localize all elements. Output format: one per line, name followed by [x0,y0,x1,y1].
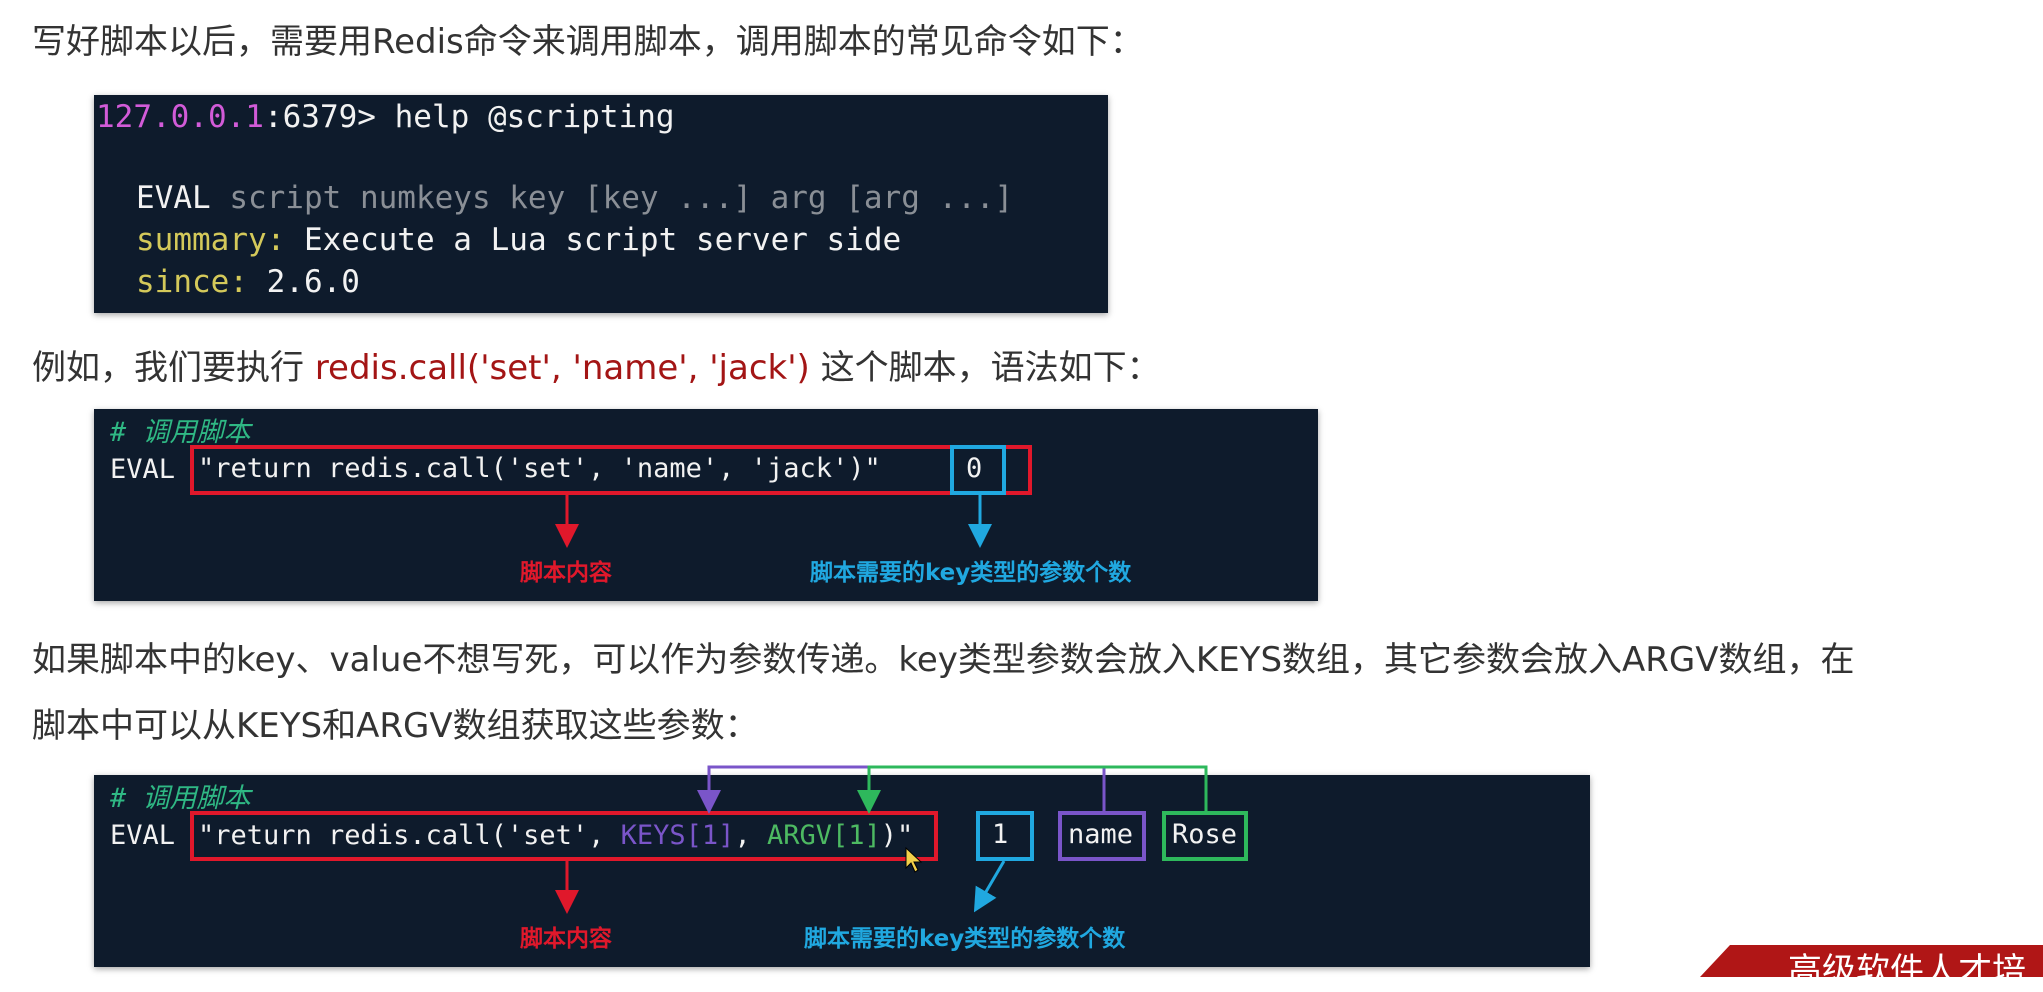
code2-arg-val-box: Rose [1162,811,1248,861]
code2-script-start: "return redis.call('set', [198,820,621,851]
code1-eval-keyword: EVAL [110,454,176,485]
code2-comment: # 调用脚本 [110,783,251,814]
example-text: 例如，我们要执行 redis.call('set', 'name', 'jack… [32,348,1161,388]
help-since-line: since: 2.6.0 [136,261,360,303]
code2-numkeys-box: 1 [976,811,1034,861]
code2-keys-ref: KEYS[1] [620,820,735,851]
code2-numkeys: 1 [992,819,1009,850]
code2-arg-val: Rose [1172,819,1238,850]
prompt-ip: 127.0.0.1 [96,99,264,135]
code2-comma: , [734,820,767,851]
code1-script-box: "return redis.call('set', 'name', 'jack'… [190,445,1032,495]
prompt-command: :6379> help @scripting [263,99,675,135]
brand-banner: 高级软件人才培 [1700,945,2043,977]
param-text-line-2: 脚本中可以从KEYS和ARGV数组获取这些参数： [32,706,759,746]
code2-script-end: )" [880,820,914,851]
param-text-line-1: 如果脚本中的key、value不想写死，可以作为参数传递。key类型参数会放入K… [32,640,1855,680]
argv-connector [857,765,1208,814]
code1-label-script: 脚本内容 [520,560,612,586]
code2-script-box [190,811,938,861]
eval-example-block-2: # 调用脚本 EVAL "return redis.call('set', KE… [94,775,1590,967]
code2-key-arg-box: name [1058,811,1146,861]
brand-banner-text: 高级软件人才培 [1788,951,2026,991]
code1-numkeys: 0 [966,453,983,484]
code2-eval-keyword: EVAL [110,820,176,851]
code2-argv-ref: ARGV[1] [766,820,881,851]
code1-label-numkeys: 脚本需要的key类型的参数个数 [810,560,1132,586]
code2-label-numkeys: 脚本需要的key类型的参数个数 [804,926,1126,952]
example-suffix: 这个脚本，语法如下： [809,348,1161,388]
code1-comment: # 调用脚本 [110,417,251,448]
code2-script: "return redis.call('set', KEYS[1], ARGV[… [198,815,913,857]
help-eval-keyword: EVAL [136,180,211,216]
help-summary-line: summary: Execute a Lua script server sid… [136,219,901,261]
help-summary-label: summary: [136,222,286,258]
help-since-text: 2.6.0 [247,264,360,300]
help-since-label: since: [136,264,248,300]
code1-script: "return redis.call('set', 'name', 'jack'… [198,453,881,484]
prompt-line: 127.0.0.1:6379> help @scripting [96,97,675,137]
code1-numkeys-box: 0 [950,445,1006,495]
help-code-block: 127.0.0.1:6379> help @scripting EVAL scr… [94,95,1108,313]
code2-label-script: 脚本内容 [520,926,612,952]
cursor-icon [905,846,923,873]
intro-text: 写好脚本以后，需要用Redis命令来调用脚本，调用脚本的常见命令如下： [32,22,1144,62]
help-eval-line: EVAL script numkeys key [key ...] arg [a… [136,177,1013,219]
keys-connector [697,765,1106,814]
example-prefix: 例如，我们要执行 [32,348,315,388]
code2-numkeys-arrow [973,860,1006,913]
code2-key-arg: name [1068,819,1134,850]
help-eval-args: script numkeys key [key ...] arg [arg ..… [210,180,1014,216]
help-summary-text: Execute a Lua script server side [285,222,902,258]
example-code: redis.call('set', 'name', 'jack') [314,348,810,388]
eval-example-block-1: # 调用脚本 EVAL "return redis.call('set', 'n… [94,409,1318,601]
